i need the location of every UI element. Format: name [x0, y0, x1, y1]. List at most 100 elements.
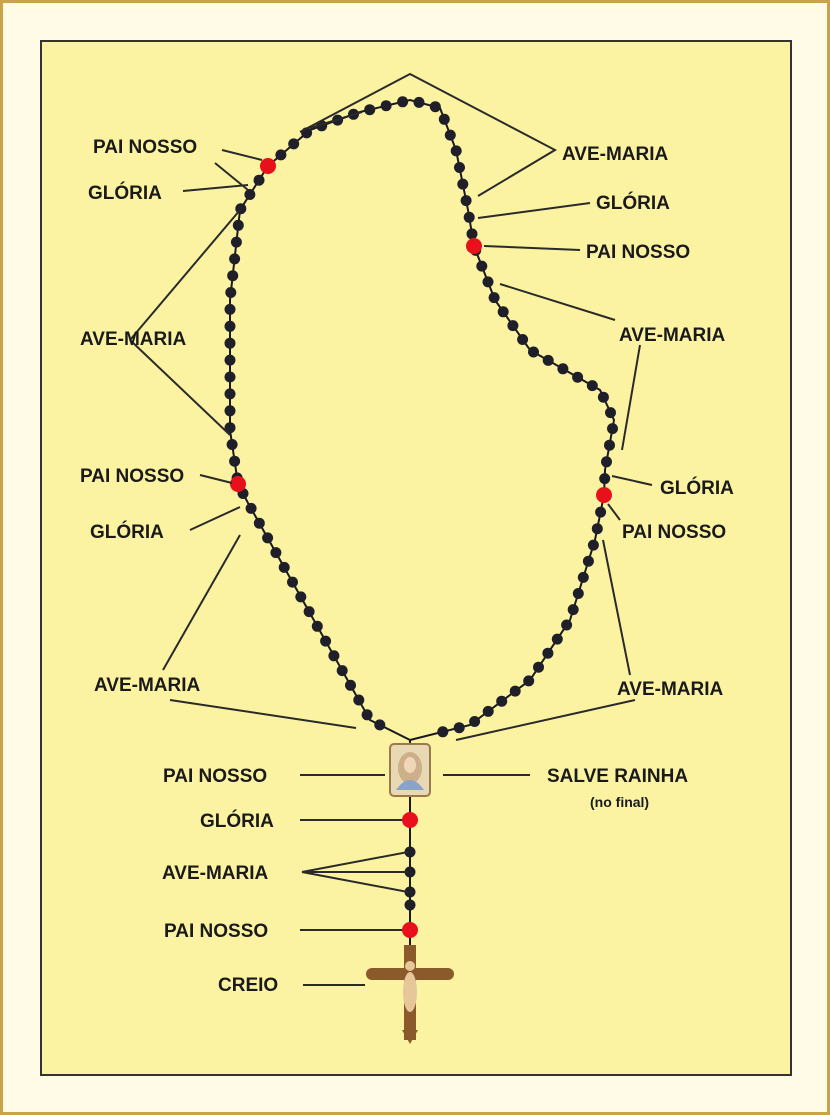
ave-maria-bead: [232, 219, 244, 231]
labels: PAI NOSSO GLÓRIA AVE-MARIA PAI NOSSO GLÓ…: [80, 137, 734, 996]
label-ave-maria-2: AVE-MARIA: [94, 675, 201, 696]
ave-maria-bead: [361, 709, 373, 721]
ave-maria-bead: [469, 716, 481, 727]
label-pai-nosso-2: PAI NOSSO: [80, 466, 184, 487]
pai-nosso-bead: [596, 487, 612, 503]
ave-maria-bead: [275, 149, 287, 161]
leader-lines: [129, 72, 653, 986]
pendant-bead: [404, 866, 416, 878]
ave-maria-bead: [509, 685, 521, 697]
ave-maria-bead: [224, 422, 236, 434]
label-ave-maria-5: AVE-MARIA: [617, 679, 724, 700]
ave-maria-bead: [523, 675, 535, 687]
ave-maria-bead: [227, 270, 239, 282]
ave-maria-bead: [454, 162, 465, 173]
ave-maria-bead: [551, 633, 563, 645]
ave-maria-bead: [245, 502, 257, 514]
ave-maria-bead: [453, 722, 465, 734]
pendant-bead: [404, 846, 416, 858]
ave-maria-bead: [438, 113, 450, 125]
ave-maria-bead: [429, 101, 441, 113]
ave-maria-bead: [605, 407, 616, 419]
ave-maria-bead: [533, 661, 544, 673]
pai-nosso-bead: [260, 158, 276, 174]
label-creio: CREIO: [218, 975, 278, 996]
ave-maria-bead: [586, 380, 598, 392]
label-gloria-2: GLÓRIA: [90, 521, 164, 543]
ave-maria-bead: [224, 320, 236, 332]
ave-maria-bead: [567, 604, 579, 616]
ave-maria-bead: [303, 606, 315, 618]
ave-maria-bead: [597, 391, 609, 403]
ave-maria-bead: [542, 354, 554, 366]
label-gloria-1: GLÓRIA: [88, 182, 162, 204]
ave-maria-bead: [604, 439, 615, 451]
ave-maria-bead: [374, 719, 386, 731]
ave-maria-bead: [463, 211, 475, 223]
label-pai-nosso-1: PAI NOSSO: [93, 137, 197, 158]
ave-maria-bead: [557, 363, 569, 375]
ave-maria-bead: [229, 253, 241, 265]
ave-maria-bead: [270, 547, 282, 559]
ave-maria-bead: [278, 561, 290, 573]
ave-maria-bead: [224, 337, 236, 349]
ave-maria-bead: [224, 388, 236, 400]
ave-maria-bead: [572, 588, 584, 599]
ave-maria-bead: [488, 292, 500, 304]
label-ave-maria-1: AVE-MARIA: [80, 329, 187, 350]
ave-maria-bead: [244, 189, 256, 200]
ave-maria-bead: [226, 439, 238, 450]
ave-maria-bead: [336, 665, 348, 677]
ave-maria-bead: [397, 96, 409, 108]
ave-maria-bead: [457, 178, 469, 190]
pai-nosso-bead: [466, 238, 482, 254]
ave-maria-bead: [591, 523, 603, 535]
label-pai-nosso-3: PAI NOSSO: [586, 242, 690, 263]
label-gloria-4: GLÓRIA: [660, 477, 734, 499]
label-ave-maria-6: AVE-MARIA: [162, 863, 269, 884]
label-gloria-3: GLÓRIA: [596, 192, 670, 214]
ave-maria-bead: [466, 228, 478, 240]
ave-maria-bead: [582, 555, 594, 567]
ave-maria-bead: [496, 695, 508, 707]
ave-maria-bead: [599, 473, 611, 485]
ave-maria-bead: [561, 619, 573, 631]
ave-maria-bead: [460, 195, 472, 207]
ave-maria-bead: [364, 104, 376, 116]
ave-maria-bead: [528, 346, 539, 358]
pai-nosso-bead: [402, 812, 418, 828]
ave-maria-bead: [476, 260, 488, 272]
ave-maria-bead: [572, 371, 584, 383]
ave-maria-bead: [450, 145, 462, 157]
ave-maria-bead: [517, 334, 529, 345]
pendant-bead: [404, 886, 416, 898]
ave-maria-bead: [287, 576, 298, 588]
ave-maria-bead: [224, 303, 236, 315]
ave-maria-bead: [497, 306, 509, 318]
ave-maria-bead: [345, 679, 356, 691]
ave-maria-bead: [311, 620, 323, 632]
ave-maria-bead: [437, 726, 449, 738]
label-salve-rainha: SALVE RAINHA: [547, 766, 688, 787]
diagram-panel: [40, 40, 792, 1076]
ave-maria-bead: [230, 236, 242, 248]
ave-maria-bead: [253, 174, 265, 186]
label-pai-nosso-5: PAI NOSSO: [163, 766, 267, 787]
label-pai-nosso-6: PAI NOSSO: [164, 921, 268, 942]
ave-maria-bead: [353, 694, 365, 706]
ave-maria-bead: [577, 571, 589, 583]
ave-maria-bead: [295, 591, 307, 603]
ave-maria-bead: [587, 539, 599, 551]
ave-maria-bead: [262, 532, 274, 544]
ave-maria-bead: [413, 96, 425, 108]
ave-maria-bead: [225, 287, 237, 298]
cross-icon: [366, 945, 454, 1044]
ave-maria-bead: [229, 455, 241, 467]
label-salve-rainha-note: (no final): [590, 794, 649, 810]
ave-maria-bead: [224, 371, 236, 383]
medal-icon: [389, 743, 431, 797]
label-pai-nosso-4: PAI NOSSO: [622, 522, 726, 543]
ave-maria-bead: [253, 517, 265, 529]
ave-maria-bead: [482, 276, 494, 288]
